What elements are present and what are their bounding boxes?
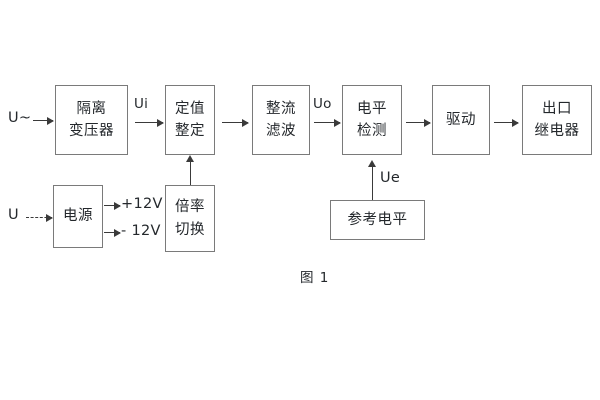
block-output-relay-line-1: 出口 xyxy=(542,100,572,117)
block-isolation-transformer-line-2: 变压器 xyxy=(69,123,114,139)
arrow-reference-level-to-level-detection xyxy=(368,160,377,200)
block-multiplier-switch-line-2: 切换 xyxy=(175,221,205,238)
block-multiplier-switch: 倍率 切换 xyxy=(165,185,215,252)
block-setting-value-line-2: 整定 xyxy=(175,123,205,139)
arrow-u-dc-to-power-supply xyxy=(26,213,53,222)
block-rectify-filter-line-1: 整流 xyxy=(266,100,296,117)
input-label-u-dc: U xyxy=(8,207,19,223)
figure-caption: 图 1 xyxy=(300,270,330,286)
input-label-u-ac: U~ xyxy=(8,110,32,126)
signal-label-uo: Uo xyxy=(313,96,332,112)
block-power-supply-line-1: 电源 xyxy=(63,208,93,225)
signal-label-ue: Ue xyxy=(380,170,401,186)
signal-label-ui: Ui xyxy=(134,96,149,112)
block-setting-value: 定值 整定 xyxy=(165,85,215,155)
arrow-rail-positive xyxy=(104,201,121,210)
block-power-supply: 电源 xyxy=(53,185,103,248)
arrow-setting-value-to-rectify-filter xyxy=(222,118,249,127)
block-output-relay: 出口 继电器 xyxy=(522,85,592,155)
block-drive: 驱动 xyxy=(432,85,490,155)
arrow-level-detection-to-drive xyxy=(406,118,431,127)
arrow-rectify-filter-to-level-detection xyxy=(314,118,341,127)
arrow-rail-negative xyxy=(104,228,121,237)
rail-label-positive: +12V xyxy=(121,196,163,212)
block-reference-level-line-1: 参考电平 xyxy=(347,211,408,228)
block-isolation-transformer: 隔离 变压器 xyxy=(55,85,128,155)
block-level-detection-line-1: 电平 xyxy=(357,100,387,117)
block-output-relay-line-2: 继电器 xyxy=(534,123,580,139)
block-multiplier-switch-line-1: 倍率 xyxy=(175,199,205,216)
arrow-multiplier-switch-to-setting-value xyxy=(186,155,195,185)
arrow-isolation-transformer-to-setting-value xyxy=(135,118,164,127)
block-rectify-filter-line-2: 滤波 xyxy=(266,123,296,139)
block-level-detection: 电平 检测 xyxy=(342,85,402,155)
arrow-drive-to-output-relay xyxy=(494,118,519,127)
rail-label-negative: - 12V xyxy=(121,223,161,239)
block-isolation-transformer-line-1: 隔离 xyxy=(76,100,107,117)
arrow-u-ac-to-isolation-transformer xyxy=(33,116,54,125)
block-setting-value-line-1: 定值 xyxy=(175,100,205,117)
block-level-detection-line-2: 检测 xyxy=(357,123,387,139)
block-reference-level: 参考电平 xyxy=(330,200,425,240)
block-drive-line-1: 驱动 xyxy=(446,111,476,128)
block-rectify-filter: 整流 滤波 xyxy=(252,85,310,155)
